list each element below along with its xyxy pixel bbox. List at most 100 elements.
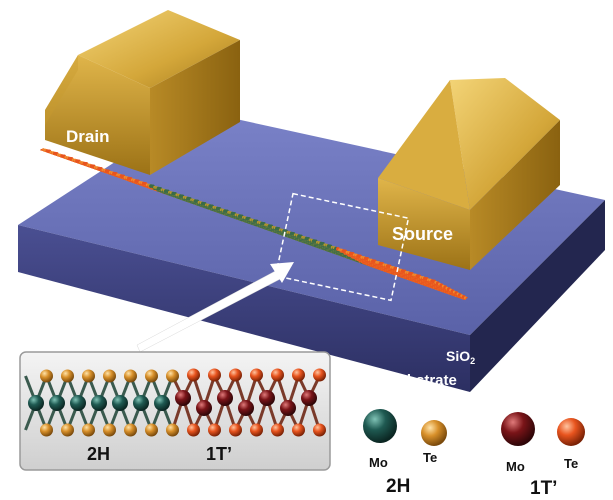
film-atom — [84, 168, 89, 173]
film-atom — [68, 160, 72, 164]
film-atom — [92, 169, 96, 173]
film-atom — [86, 171, 90, 176]
film-atom — [58, 157, 62, 161]
film-atom — [71, 164, 76, 169]
film-atom — [93, 170, 98, 175]
film-atom — [58, 158, 63, 162]
film-atom — [75, 165, 79, 169]
film-atom — [80, 168, 85, 173]
film-atom — [80, 167, 85, 171]
film-atom — [64, 160, 68, 165]
film-atom — [84, 167, 88, 171]
film-atom — [69, 162, 74, 167]
film-atom — [34, 146, 38, 150]
film-atom — [33, 146, 36, 149]
film-atom — [88, 174, 92, 178]
film-atom — [75, 164, 79, 169]
film-atom — [29, 144, 32, 147]
film-atom — [92, 172, 96, 176]
film-atom — [73, 165, 78, 170]
film-atom — [86, 171, 90, 175]
film-atom — [94, 171, 97, 175]
film-atom — [75, 163, 79, 167]
film-atom — [84, 170, 89, 175]
film-atom — [66, 163, 70, 167]
film-atom — [52, 155, 57, 160]
film-atom — [76, 165, 81, 169]
film-atom — [60, 159, 64, 163]
film-atom — [65, 162, 70, 166]
film-atom — [73, 163, 78, 167]
film-atom — [88, 167, 92, 171]
film-atom — [71, 165, 76, 170]
film-atom — [84, 167, 89, 172]
film-atom — [70, 163, 73, 167]
film-atom — [58, 159, 62, 163]
film-atom — [91, 170, 96, 174]
film-atom — [81, 165, 84, 169]
film-atom — [53, 155, 57, 159]
film-atom — [75, 167, 79, 171]
film-atom — [68, 161, 72, 165]
film-atom — [90, 170, 94, 174]
film-atom — [84, 168, 88, 172]
film-atom — [79, 169, 83, 173]
film-atom — [62, 159, 66, 163]
film-atom — [78, 168, 83, 172]
film-atom — [79, 167, 83, 171]
film-atom — [82, 168, 87, 173]
film-atom — [88, 172, 92, 177]
film-atom — [82, 165, 86, 169]
film-atom — [88, 170, 92, 175]
film-atom — [82, 165, 87, 170]
substrate-right-face — [470, 200, 605, 392]
substrate-front-face — [18, 225, 470, 392]
film-atom — [60, 158, 64, 162]
film-atom — [35, 146, 38, 149]
film-atom — [86, 170, 90, 174]
film-atom — [47, 153, 51, 157]
film-atom — [88, 170, 92, 174]
film-atom — [89, 171, 94, 175]
film-atom — [68, 163, 72, 167]
film-atom — [77, 166, 81, 170]
film-atom — [86, 170, 90, 175]
film-atom — [90, 169, 94, 173]
film-atom — [88, 169, 92, 173]
film-atom — [65, 160, 70, 165]
film-atom — [81, 168, 84, 172]
film-atom — [40, 146, 41, 151]
film-atom — [86, 169, 90, 174]
film-atom — [69, 163, 74, 168]
film-atom — [64, 161, 68, 165]
film-atom — [82, 170, 87, 174]
film-atom — [82, 171, 87, 176]
film-atom — [89, 169, 94, 174]
film-atom — [94, 170, 97, 173]
film-atom — [67, 163, 72, 168]
film-atom — [55, 155, 59, 159]
film-atom — [37, 148, 40, 151]
film-atom — [78, 165, 83, 170]
film-atom — [88, 169, 92, 174]
film-atom — [86, 173, 90, 176]
film-atom — [81, 169, 84, 173]
film-atom — [60, 158, 65, 163]
film-atom — [81, 170, 85, 174]
film-atom — [54, 156, 59, 160]
film-atom — [88, 173, 92, 178]
film-atom — [78, 166, 83, 171]
film-atom — [73, 165, 77, 169]
film-atom — [80, 165, 85, 170]
film-atom — [84, 171, 88, 175]
film-atom — [90, 173, 94, 177]
film-atom — [64, 160, 68, 163]
film-atom — [84, 171, 89, 176]
film-atom — [89, 172, 94, 177]
film-atom — [77, 167, 81, 171]
film-atom — [76, 166, 81, 171]
film-atom — [75, 163, 79, 168]
film-atom — [67, 162, 72, 167]
film-atom — [80, 169, 85, 174]
